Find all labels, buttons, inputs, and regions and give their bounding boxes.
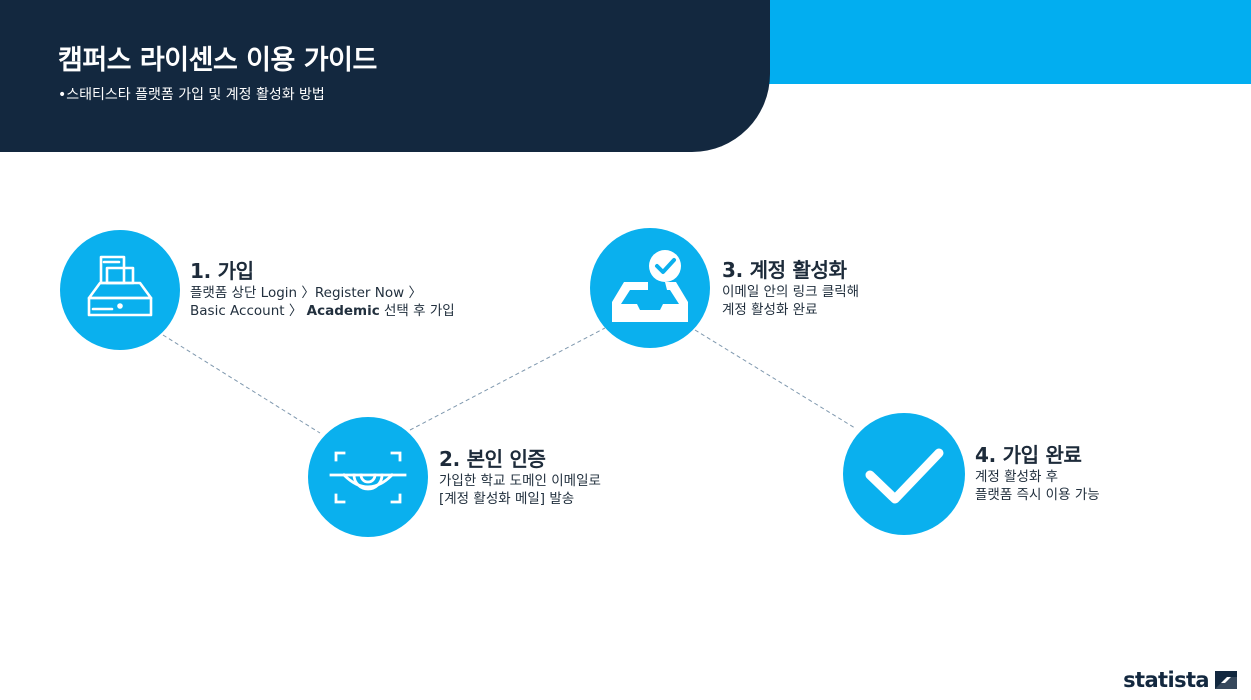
step-2-circle — [308, 417, 428, 537]
step-1-text: 1. 가입 플랫폼 상단 Login 〉Register Now 〉 Basic… — [190, 259, 455, 320]
step-2-line-2: [계정 활성화 메일] 발송 — [439, 491, 575, 507]
statista-logo-icon — [1215, 671, 1237, 689]
step-3-circle — [590, 228, 710, 348]
step-4-line-1: 계정 활성화 후 — [975, 469, 1059, 485]
step-3-line-1: 이메일 안의 링크 클릭해 — [722, 284, 860, 300]
step-3-title: 3. 계정 활성화 — [722, 258, 847, 282]
step-1-title: 1. 가입 — [190, 259, 254, 283]
header-banner — [0, 0, 770, 152]
step-4-text: 4. 가입 완료 계정 활성화 후 플랫폼 즉시 이용 가능 — [975, 443, 1100, 504]
step-1-line-2-bold: Academic — [306, 303, 380, 319]
page-title: 캠퍼스 라이센스 이용 가이드 — [58, 45, 377, 76]
step-4-title: 4. 가입 완료 — [975, 443, 1082, 467]
step-2-line-1: 가입한 학교 도메인 이메일로 — [439, 473, 601, 489]
step-1-line-2-post: 선택 후 가입 — [379, 303, 455, 319]
inbox-check-icon — [612, 250, 688, 322]
step-1-circle — [60, 230, 180, 350]
step-2-text: 2. 본인 인증 가입한 학교 도메인 이메일로 [계정 활성화 메일] 발송 — [439, 447, 601, 508]
step-4-line-2: 플랫폼 즉시 이용 가능 — [975, 487, 1100, 503]
step-3-line-2: 계정 활성화 완료 — [722, 302, 818, 318]
step-3-text: 3. 계정 활성화 이메일 안의 링크 클릭해 계정 활성화 완료 — [722, 258, 859, 319]
checkmark-icon — [865, 448, 944, 504]
statista-logo[interactable]: statista — [1123, 668, 1239, 692]
step-4-circle — [843, 413, 965, 535]
step-1-line-2-pre: Basic Account 〉 — [190, 303, 303, 319]
page-subtitle: •스태티스타 플랫폼 가입 및 계정 활성화 방법 — [58, 87, 325, 103]
step-1-line-1: 플랫폼 상단 Login 〉Register Now 〉 — [190, 285, 422, 301]
cash-register-icon — [87, 255, 153, 317]
eye-scan-icon — [329, 451, 407, 504]
step-2-title: 2. 본인 인증 — [439, 447, 546, 471]
step-1-line-2: Basic Account 〉 Academic 선택 후 가입 — [190, 302, 455, 320]
statista-logo-text: statista — [1123, 668, 1209, 692]
